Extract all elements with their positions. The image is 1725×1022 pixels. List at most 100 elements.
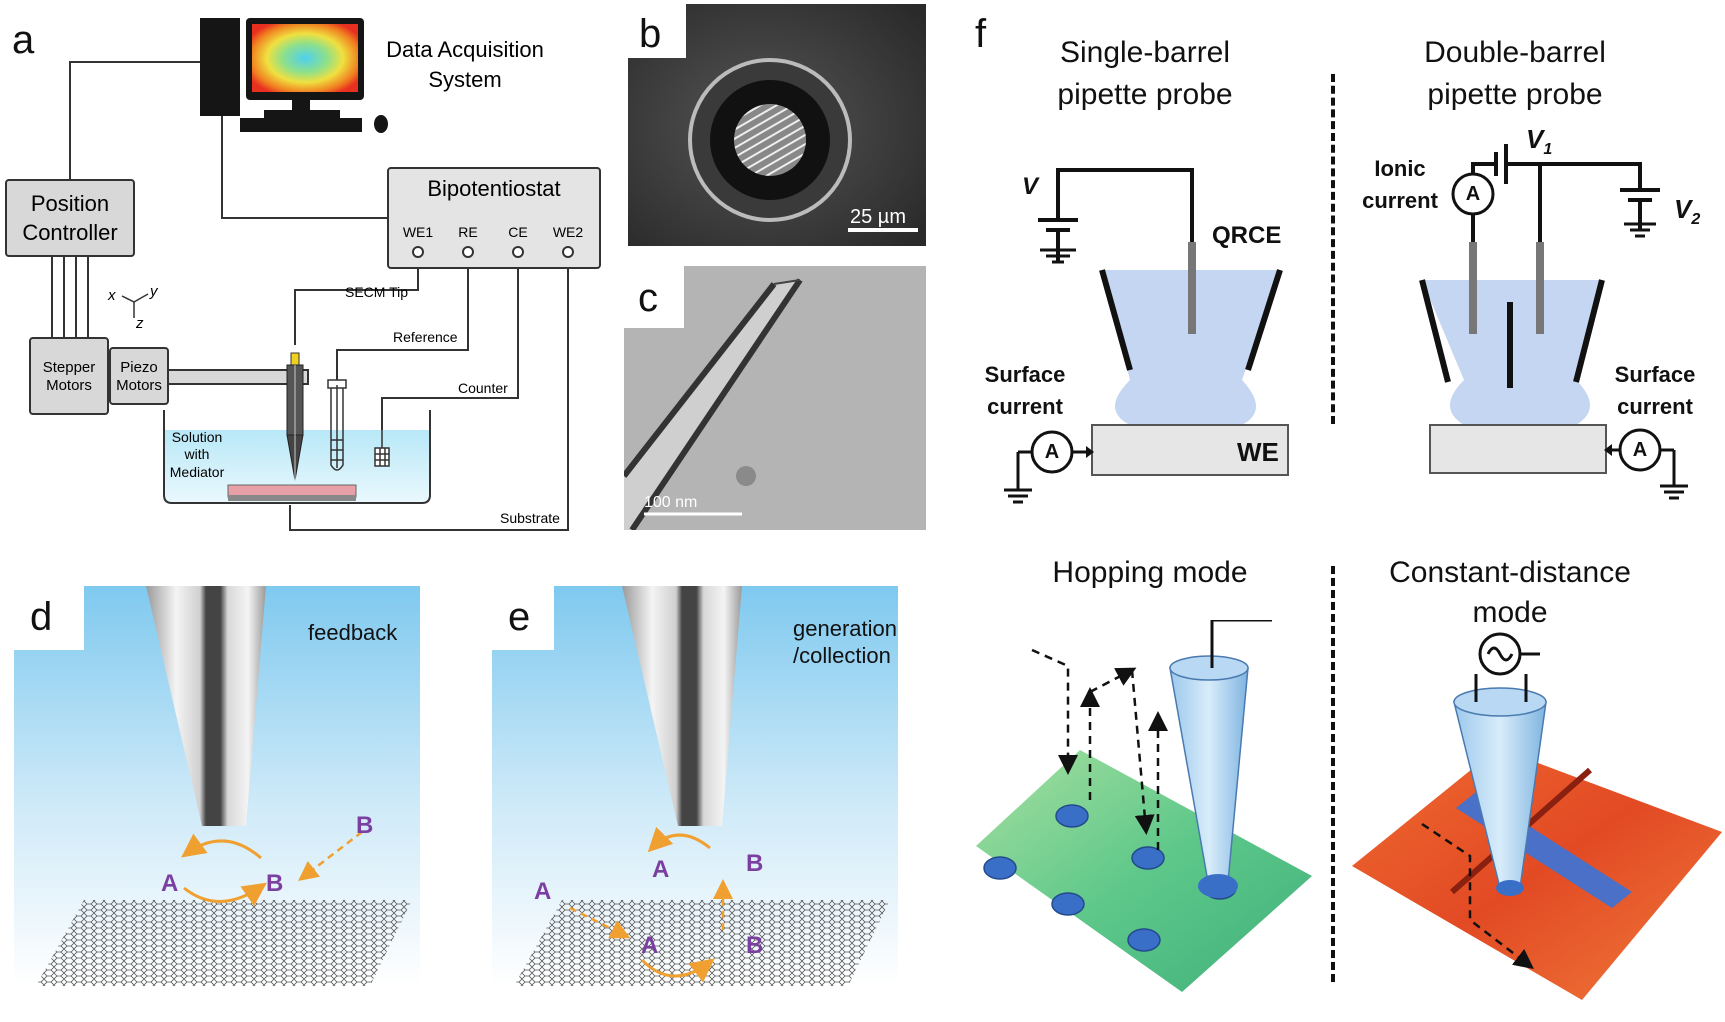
species-a-top-e: A — [652, 856, 670, 883]
secm-tip — [286, 352, 304, 481]
panel-letter-c: c — [638, 276, 658, 320]
barrel-1-wire — [1469, 242, 1477, 334]
species-b-top-e: B — [746, 850, 764, 877]
species-b-surface-d: B — [266, 870, 284, 897]
daq-label-1: Data Acquisition — [386, 37, 544, 62]
stepper-label-1: Stepper — [43, 359, 96, 376]
label-v2: V2 — [1674, 194, 1700, 229]
bipotentiostat-box — [387, 167, 601, 269]
mode-label-e-1: generation — [793, 616, 897, 641]
label-secm-tip: SECM Tip — [345, 284, 408, 300]
position-controller-label-1: Position — [31, 191, 109, 216]
panel-b-sem-image — [628, 4, 926, 246]
divider-top — [1331, 74, 1335, 424]
title-double-barrel-2: pipette probe — [1427, 78, 1603, 111]
tip-d — [146, 586, 266, 826]
label-ionic-current-1: Ionic — [1374, 156, 1426, 181]
piezo-label-2: Motors — [116, 377, 162, 394]
panel-letter-e: e — [508, 595, 531, 639]
label-surface-current-right-2: current — [1617, 394, 1693, 419]
qrce-wire — [1188, 242, 1196, 334]
label-v2-sub: 2 — [1691, 211, 1701, 229]
bipotentiostat-label: Bipotentiostat — [427, 176, 560, 201]
position-controller-label-2: Controller — [22, 220, 117, 245]
title-constant-distance-2: mode — [1472, 596, 1548, 629]
keyboard — [240, 118, 362, 132]
solution-label-3: Mediator — [170, 464, 225, 480]
label-surface-current-left-1: Surface — [984, 362, 1066, 387]
scale-label-c: 100 nm — [644, 494, 698, 511]
green-topography-surface — [976, 750, 1312, 992]
tip-e — [622, 586, 742, 826]
single-barrel-schematic — [1004, 168, 1289, 504]
stepper-label-2: Motors — [46, 377, 92, 394]
monitor-heatmap — [252, 24, 358, 92]
species-a-d: A — [161, 870, 179, 897]
ammeter-right-label: A — [1632, 439, 1648, 461]
label-v: V — [1022, 173, 1039, 200]
panel-letter-f: f — [975, 12, 987, 56]
title-single-barrel-2: pipette probe — [1057, 78, 1233, 111]
label-v1-main: V — [1526, 124, 1544, 154]
solution-label-2: with — [184, 446, 210, 462]
mouse — [374, 115, 388, 133]
position-controller-box — [5, 179, 135, 257]
label-ionic-current-2: current — [1362, 188, 1438, 213]
scale-label-b: 25 µm — [850, 206, 906, 228]
double-barrel-schematic — [1419, 144, 1688, 500]
port-we2: WE2 — [553, 224, 584, 240]
species-b-bulk-d: B — [356, 812, 374, 839]
computer-tower — [200, 18, 240, 116]
reference-electrode — [327, 379, 347, 471]
substrate-double — [1429, 424, 1607, 474]
probe-arm — [167, 369, 309, 385]
panel-c-tem-image — [624, 266, 926, 530]
ammeter-left-label: A — [1044, 441, 1060, 463]
red-topography-surface — [1352, 748, 1722, 1000]
working-electrode — [1091, 424, 1289, 476]
port-we1: WE1 — [403, 224, 434, 240]
graphene-sheet-e — [514, 900, 890, 986]
title-hopping-mode: Hopping mode — [1052, 556, 1248, 589]
title-single-barrel-1: Single-barrel — [1059, 36, 1231, 69]
hopping-mode-diagram — [976, 620, 1312, 992]
ammeter-ionic-label: A — [1465, 183, 1481, 205]
daq-label-2: System — [428, 67, 501, 92]
panel-d-feedback-diagram — [14, 586, 420, 986]
label-surface-current-left-2: current — [987, 394, 1063, 419]
divider-bottom — [1331, 566, 1335, 982]
mode-label-e-2: /collection — [793, 643, 891, 668]
species-a-bottom-e: A — [641, 932, 659, 959]
species-a-left-e: A — [534, 878, 552, 905]
single-barrel-solution — [1102, 270, 1280, 425]
barrel-2-wire — [1536, 242, 1544, 334]
label-surface-current-right-1: Surface — [1614, 362, 1696, 387]
axis-z-label: z — [135, 315, 144, 332]
label-v1-sub: 1 — [1543, 141, 1553, 159]
panel-a-diagram: Data Acquisition System Position Control… — [5, 18, 601, 531]
constant-distance-diagram — [1352, 632, 1722, 1000]
title-constant-distance-1: Constant-distance — [1389, 556, 1631, 589]
counter-electrode — [374, 430, 390, 467]
label-reference: Reference — [393, 329, 458, 345]
stepper-motors-box — [29, 337, 109, 415]
axis-y-label: y — [149, 283, 159, 300]
panel-e-gc-diagram — [492, 586, 898, 986]
panel-letter-b: b — [639, 12, 662, 56]
species-b-bottom-e: B — [746, 932, 764, 959]
mode-label-d: feedback — [308, 620, 398, 645]
label-qrce: QRCE — [1212, 222, 1282, 249]
port-re: RE — [458, 224, 477, 240]
label-v2-main: V — [1674, 194, 1692, 224]
label-counter: Counter — [458, 380, 508, 396]
solution-label-1: Solution — [172, 429, 223, 445]
port-ce: CE — [508, 224, 527, 240]
title-double-barrel-1: Double-barrel — [1424, 36, 1606, 69]
label-substrate: Substrate — [500, 510, 560, 526]
panel-letter-d: d — [30, 595, 53, 639]
piezo-motors-box — [109, 347, 169, 405]
label-v1: V1 — [1526, 124, 1552, 159]
electrode-disk — [734, 104, 806, 176]
panel-letter-a: a — [12, 18, 35, 62]
graphene-sheet-d — [36, 900, 412, 986]
